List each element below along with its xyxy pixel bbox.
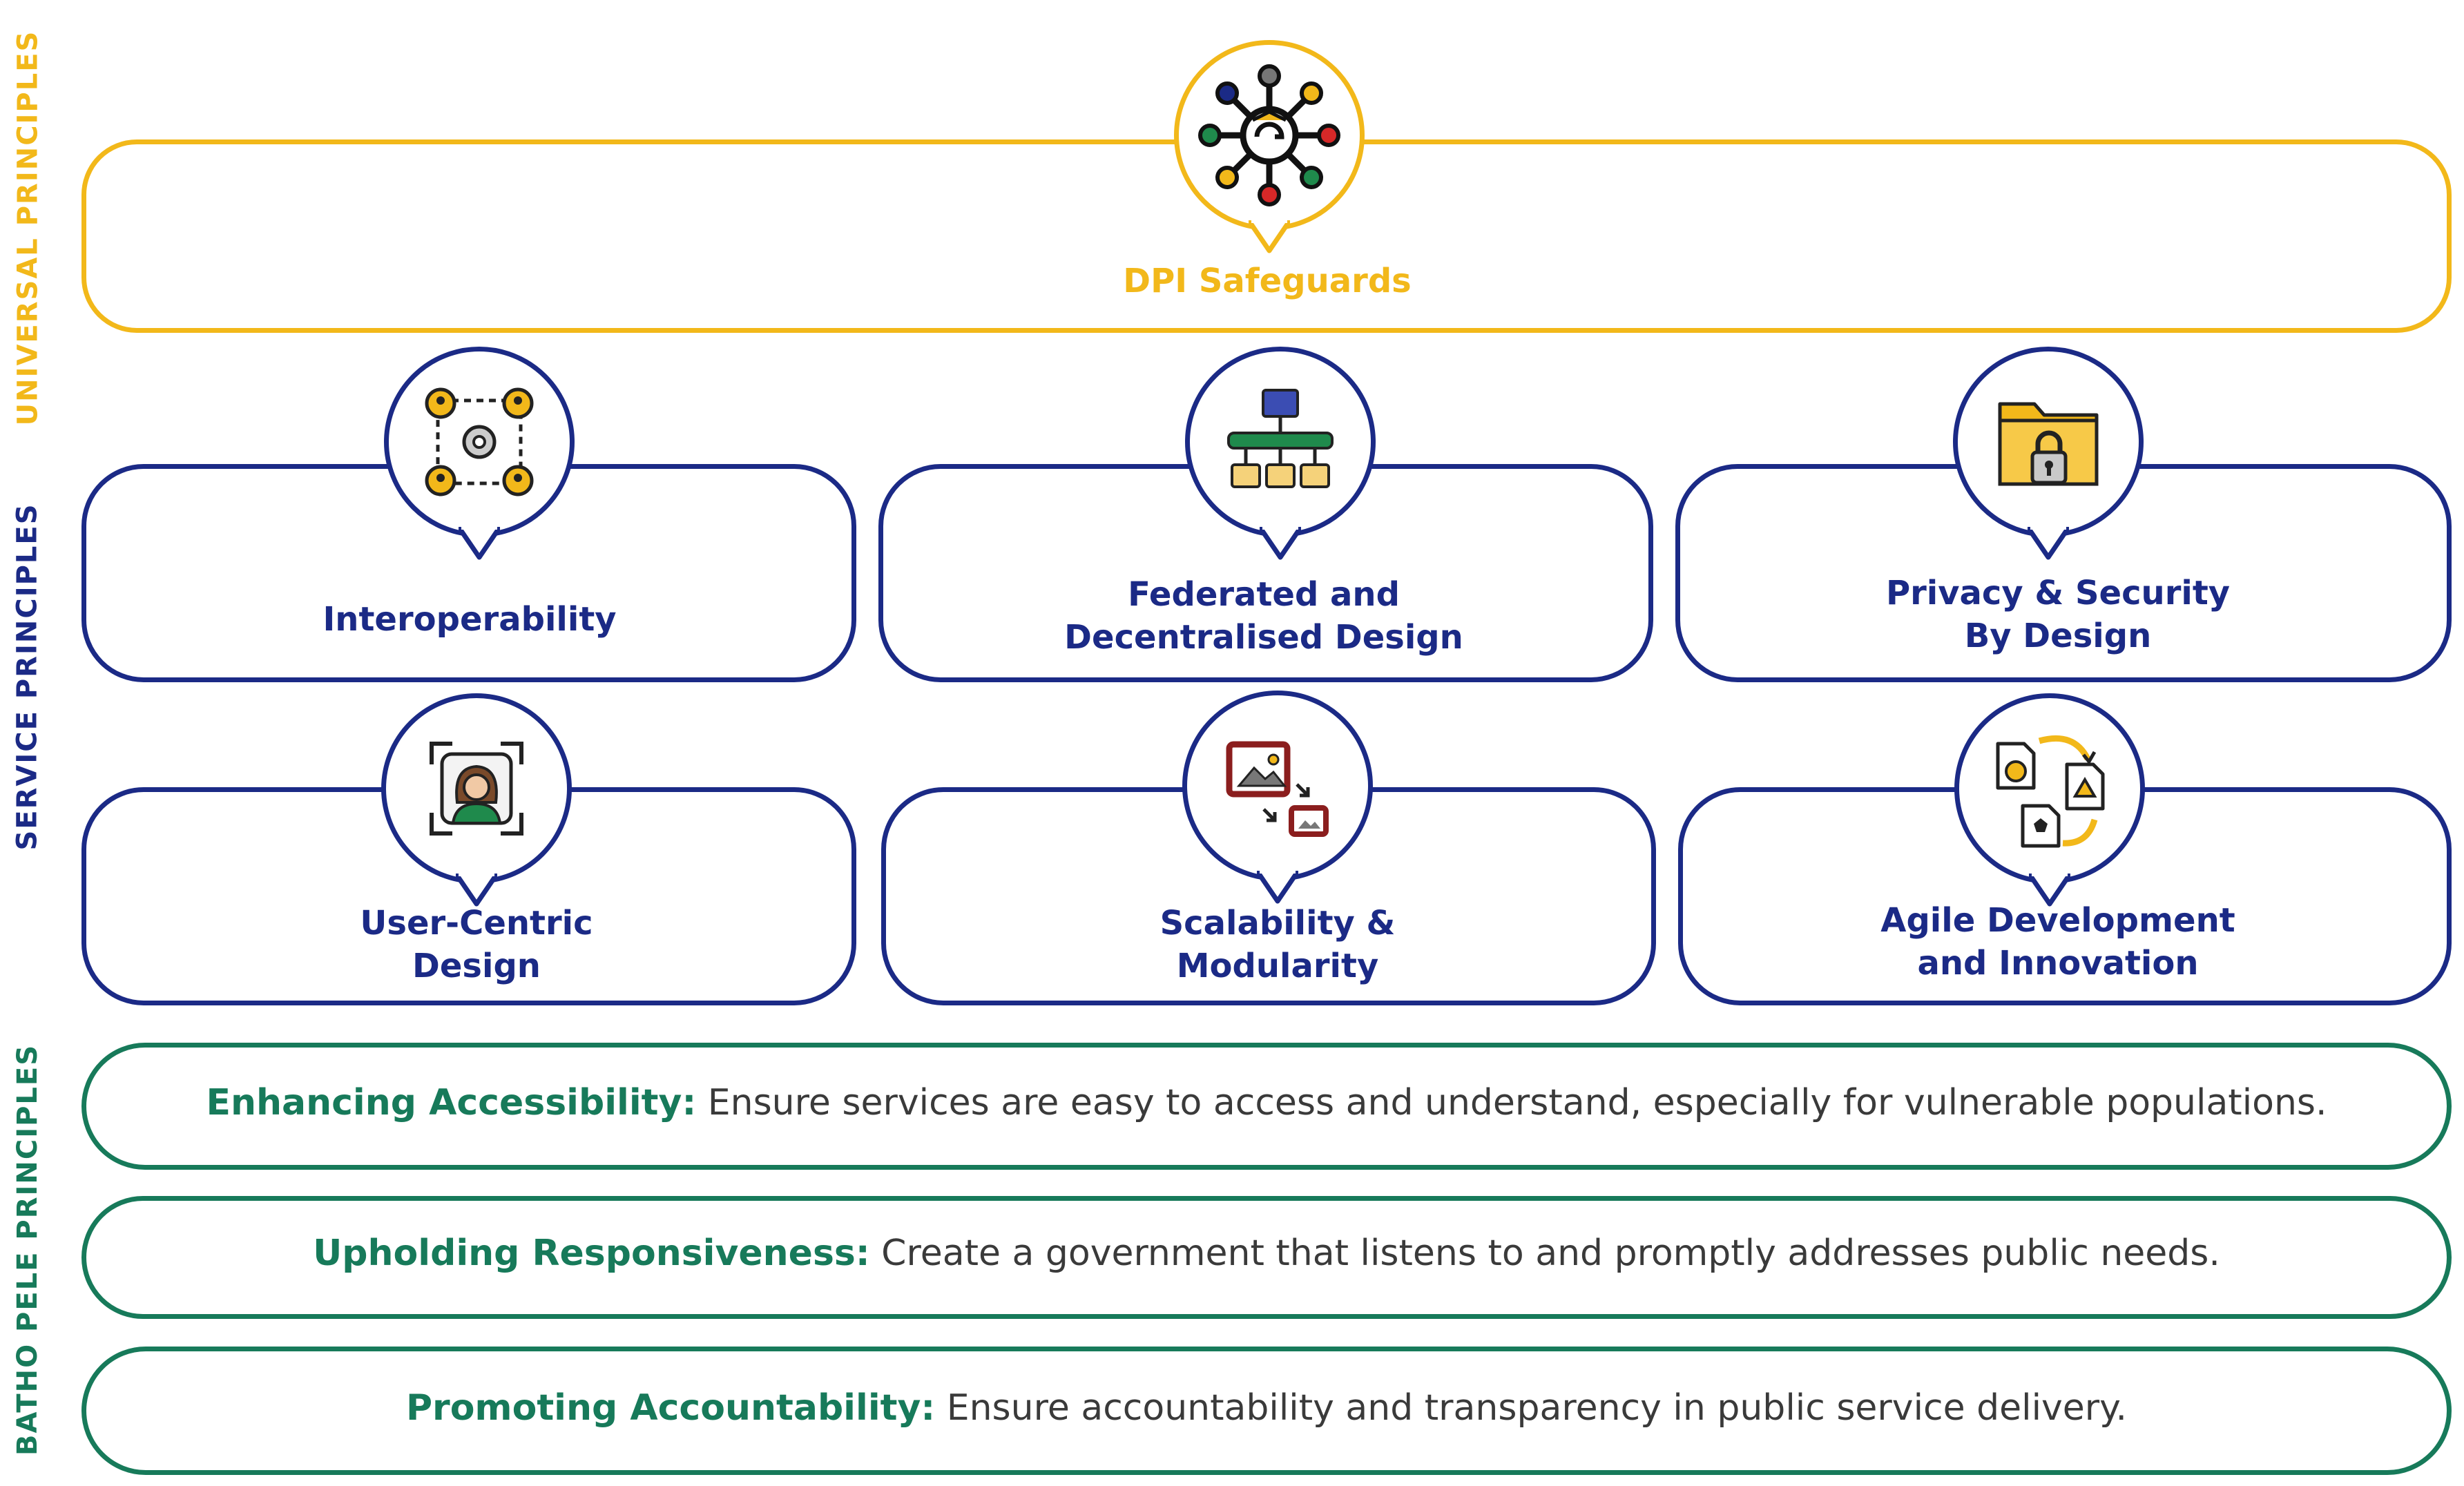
privacy-label: Privacy & Security By Design (1885, 574, 2231, 655)
privacy-pin (1953, 347, 2144, 560)
pin-tail-icon (1249, 220, 1290, 253)
pin-tail-icon (2029, 874, 2070, 907)
side-label-batho-pele: BATHO PELE PRINCIPLES (12, 1043, 44, 1456)
user-focus-icon (430, 742, 523, 836)
pin-tail-icon (459, 527, 500, 560)
image-scale-icon (1226, 741, 1329, 837)
locked-folder-icon (1998, 402, 2099, 486)
batho-accountability-desc: Ensure accountability and transparency i… (935, 1387, 2128, 1429)
side-label-universal: UNIVERSAL PRINCIPLES (12, 30, 44, 426)
pin-tail-icon (1260, 527, 1301, 560)
dpi-safeguards-label: DPI Safeguards (1123, 262, 1412, 300)
scalability-label: Scalability & Modularity (1159, 904, 1396, 985)
batho-accountability-title: Promoting Accountability: (405, 1387, 936, 1429)
interoperability-label: Interoperability (323, 600, 617, 639)
user-centric-pin (381, 693, 572, 907)
federated-pin (1185, 347, 1376, 560)
agile-pin (1954, 693, 2145, 907)
folder-hierarchy-icon (1227, 389, 1334, 488)
batho-accountability-text: Promoting Accountability: Ensure account… (86, 1387, 2447, 1429)
dpi-safeguards-pin (1174, 40, 1365, 253)
batho-responsiveness-desc: Create a government that listens to and … (869, 1233, 2220, 1274)
side-label-service: SERVICE PRINCIPLES (12, 503, 44, 851)
batho-accessibility-title: Enhancing Accessibility: (206, 1082, 697, 1123)
interoperability-pin (384, 347, 575, 560)
pin-tail-icon (1257, 871, 1298, 904)
user-centric-label: User-Centric Design (360, 904, 593, 985)
batho-responsiveness-title: Upholding Responsiveness: (313, 1233, 870, 1274)
batho-box-accessibility: Enhancing Accessibility: Ensure services… (81, 1043, 2452, 1170)
pin-tail-icon (2028, 527, 2069, 560)
batho-box-accountability: Promoting Accountability: Ensure account… (81, 1347, 2452, 1475)
batho-responsiveness-text: Upholding Responsiveness: Create a gover… (86, 1233, 2447, 1274)
federated-label: Federated and Decentralised Design (1064, 575, 1463, 657)
network-hub-icon (1198, 64, 1340, 206)
batho-box-responsiveness: Upholding Responsiveness: Create a gover… (81, 1196, 2452, 1319)
batho-accessibility-desc: Ensure services are easy to access and u… (696, 1082, 2327, 1123)
pin-tail-icon (456, 874, 497, 907)
scalability-pin (1182, 691, 1373, 904)
agile-label: Agile Development and Innovation (1880, 901, 2235, 983)
connected-users-gear-icon (425, 387, 534, 496)
batho-accessibility-text: Enhancing Accessibility: Ensure services… (86, 1082, 2447, 1123)
documents-cycle-icon (1996, 735, 2105, 848)
